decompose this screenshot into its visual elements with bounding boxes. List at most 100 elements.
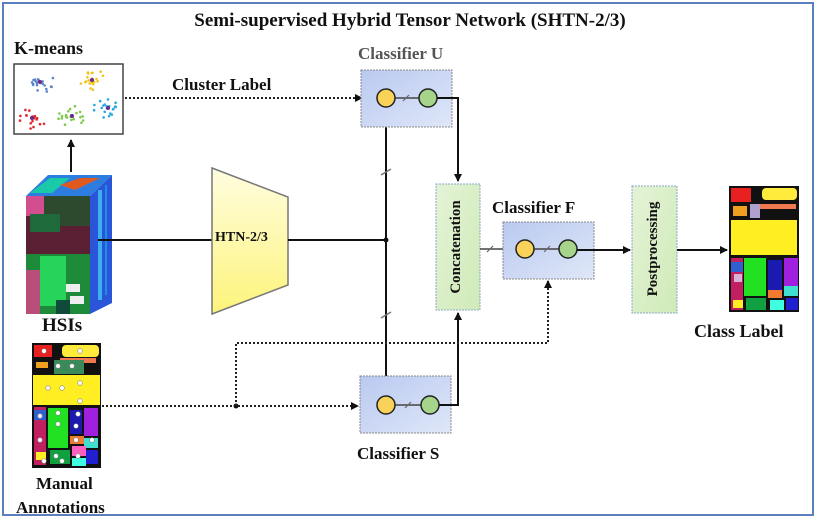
cluster-point (45, 90, 49, 93)
classifier-f-input-node (515, 239, 535, 259)
cluster-point (73, 104, 77, 108)
annotation-sample-point (53, 453, 59, 459)
classifier-f-label: Classifier F (492, 198, 576, 217)
cluster-point (84, 80, 88, 83)
classifier-u-box[interactable] (360, 69, 453, 128)
annotation-sample-point (55, 363, 61, 369)
annotation-sample-point (75, 453, 81, 459)
cluster-point (51, 76, 55, 80)
annotation-sample-point (75, 411, 81, 417)
cluster-point (25, 114, 28, 117)
cluster-point (41, 82, 44, 86)
cluster-point (88, 82, 91, 85)
htn-block[interactable] (211, 166, 289, 316)
cluster-point (72, 117, 75, 121)
cluster-centroid (106, 106, 110, 110)
diagram-title: Semi-supervised Hybrid Tensor Network (S… (194, 10, 626, 31)
postprocessing-box[interactable] (631, 185, 678, 314)
classifier-s-box[interactable] (359, 375, 452, 434)
classifier-u-label: Classifier U (358, 44, 444, 63)
cluster-point (103, 110, 106, 114)
cluster-point (63, 123, 67, 126)
annotation-sample-point (45, 385, 51, 391)
annotation-sample-point (37, 437, 43, 443)
classifier-u-input-node (376, 88, 396, 108)
cluster-point (79, 82, 83, 85)
cluster-point (32, 78, 35, 82)
cluster-centroid (38, 80, 42, 84)
cluster-point (80, 121, 83, 125)
annotation-sample-point (73, 423, 79, 429)
cluster-point (96, 80, 99, 83)
cluster-point (92, 108, 96, 112)
classifier-s-output-node (420, 395, 440, 415)
cluster-point (87, 79, 90, 82)
cluster-point (81, 119, 85, 122)
annotation-sample-point (77, 380, 83, 386)
classifier-u-to-concat-arrow (437, 97, 462, 182)
cluster-point (60, 117, 64, 120)
cluster-point (86, 71, 90, 74)
annotation-sample-point (41, 348, 47, 354)
hsi-label: HSIs (42, 315, 83, 336)
cluster-point (36, 78, 40, 81)
annotation-sample-point (77, 398, 83, 404)
htn-label: HTN-2/3 (215, 230, 268, 245)
manual-annotations-icon (32, 343, 101, 468)
cluster-point (43, 84, 46, 87)
cluster-point (31, 83, 35, 87)
cluster-point (31, 119, 34, 123)
cluster-point (102, 116, 105, 119)
cluster-point (35, 118, 38, 121)
cluster-point (57, 117, 60, 120)
hsi-cube-icon (26, 175, 112, 314)
cluster-centroid (30, 116, 34, 120)
cluster-point (19, 114, 22, 118)
cluster-point (114, 101, 117, 104)
cluster-point (107, 114, 111, 118)
concatenation-box[interactable] (435, 183, 481, 311)
cluster-point (113, 105, 117, 108)
cluster-point (89, 87, 92, 90)
cluster-point (93, 103, 96, 107)
cluster-point (32, 125, 35, 129)
cluster-point (28, 109, 31, 112)
cluster-point (65, 116, 69, 119)
cluster-point (106, 98, 110, 101)
kmeans-scatter-icon (13, 63, 124, 135)
cluster-point (101, 74, 105, 78)
cluster-point (45, 87, 48, 91)
cluster-point (38, 122, 42, 126)
cluster-point (99, 70, 102, 73)
manual-label-line2: Annotations (16, 498, 105, 517)
cluster-centroid (90, 78, 94, 82)
class-label-text: Class Label (694, 321, 784, 341)
classifier-u-output-node (418, 88, 438, 108)
cluster-point (68, 107, 72, 111)
cluster-point (35, 81, 39, 85)
cluster-point (34, 79, 37, 83)
cluster-point (70, 118, 73, 122)
cluster-point (102, 104, 105, 107)
cluster-point (50, 85, 53, 89)
cluster-point (78, 110, 82, 114)
cluster-point (91, 88, 95, 91)
concatenation-label: Concatenation (448, 200, 464, 294)
cluster-point (112, 107, 115, 111)
cluster-point (64, 113, 68, 117)
cluster-point (81, 115, 85, 118)
annotation-sample-point (89, 437, 95, 443)
cluster-point (35, 83, 39, 87)
annotation-sample-point (59, 458, 65, 464)
cluster-point (67, 110, 70, 113)
postprocessing-label: Postprocessing (645, 201, 661, 297)
annotation-sample-point (69, 363, 75, 369)
cluster-point (42, 122, 46, 126)
cluster-point (98, 99, 102, 103)
cluster-point (29, 127, 32, 130)
annotation-sample-point (55, 410, 61, 416)
cluster-label-text: Cluster Label (172, 75, 272, 94)
cluster-point (18, 119, 22, 122)
cluster-point (58, 112, 61, 115)
